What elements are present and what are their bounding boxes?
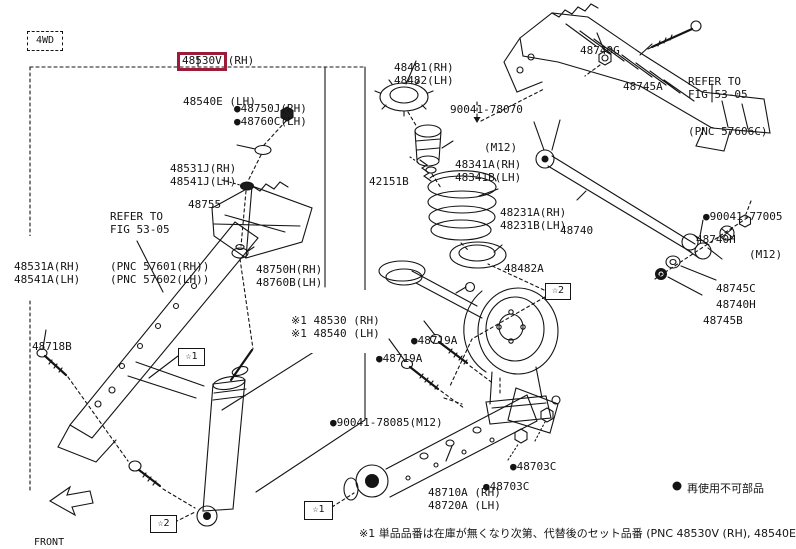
spring-lower-insulator-art bbox=[449, 241, 507, 269]
label-48710a-48720a[interactable]: 48710A (RH)48720A (LH) bbox=[428, 486, 501, 512]
bound-bumper-art bbox=[414, 124, 454, 189]
front-arrow-icon bbox=[48, 485, 94, 517]
non-reusable-legend-dot bbox=[672, 481, 682, 491]
spring-upper-insulator-art bbox=[374, 60, 434, 128]
member-bolt-art bbox=[584, 20, 702, 77]
label-48341a-48341b[interactable]: 48341A(RH)48341B(LH) bbox=[455, 158, 522, 184]
label-48745b[interactable]: 48745B bbox=[703, 314, 743, 327]
side-suffix: (RH) bbox=[227, 54, 255, 67]
label-90041-78085[interactable]: ●90041-78085(M12) bbox=[330, 416, 443, 429]
label-48719a-left[interactable]: ●48719A bbox=[376, 352, 423, 365]
highlighted-part-box[interactable]: 48530V bbox=[177, 52, 227, 71]
label-48745c[interactable]: 48745C bbox=[716, 282, 756, 295]
trailing-arm-art bbox=[343, 387, 561, 501]
doc-number: 405107 bbox=[739, 523, 779, 549]
label-48718b[interactable]: 48718B bbox=[32, 340, 72, 353]
label-48530-48540-shock[interactable]: ※1 48530 (RH)※1 48540 (LH) bbox=[290, 290, 381, 353]
shock-lower-bolt-art bbox=[36, 329, 196, 509]
label-48740h-upper[interactable]: 48740H bbox=[696, 233, 736, 246]
refer-left-leader bbox=[136, 240, 164, 293]
label-48740g[interactable]: 48740G bbox=[580, 44, 620, 57]
label-48531j-48541j[interactable]: 48531J(RH)48541J(LH) bbox=[170, 162, 237, 188]
label-48740h-lower[interactable]: 48740H bbox=[716, 298, 756, 311]
label-48750j-48760c[interactable]: ●48750J(RH)●48760C(LH) bbox=[234, 102, 307, 128]
upper-member-art bbox=[503, 3, 771, 152]
clip-art bbox=[409, 156, 432, 182]
arm-bolts-art bbox=[388, 320, 495, 409]
coil-spring-art bbox=[427, 170, 499, 241]
label-48755[interactable]: 48755 bbox=[188, 198, 222, 211]
marker-star2-axle: ☆2 bbox=[545, 283, 571, 300]
legend-text: 再使用不可部品 bbox=[687, 482, 764, 495]
label-48531a-48541a[interactable]: 48531A(RH)48541A(LH) bbox=[13, 236, 82, 299]
legend-non-reusable: 再使用不可部品 bbox=[687, 480, 764, 496]
label-90041-78070[interactable]: 90041-78070 (M12) bbox=[450, 103, 523, 154]
label-48719a-right[interactable]: ●48719A bbox=[411, 334, 458, 347]
marker-star2-shock: ☆2 bbox=[150, 515, 177, 533]
label-48481-48482[interactable]: 48481(RH)48482(LH) bbox=[394, 61, 454, 87]
front-label: FRONT bbox=[34, 537, 65, 548]
shock-mount-stack-art bbox=[221, 106, 294, 350]
shock-absorber-art bbox=[196, 348, 254, 527]
label-48740[interactable]: 48740 bbox=[560, 224, 594, 237]
label-48231a-48231b[interactable]: 48231A(RH)48231B(LH) bbox=[500, 206, 567, 232]
label-48703c-upper[interactable]: ●48703C bbox=[510, 460, 557, 473]
fig-code: 4804 bbox=[18, 523, 45, 549]
lateral-rod-art bbox=[535, 149, 752, 296]
axle-hub-art bbox=[378, 260, 559, 425]
label-48482a[interactable]: 48482A bbox=[504, 262, 544, 275]
footnote: ※1 単品品番は在庫が無くなり次第、代替後のセット品番 (PNC 48530V … bbox=[359, 527, 796, 540]
member-nut-leader bbox=[473, 88, 545, 123]
label-42151b[interactable]: 42151B bbox=[369, 175, 409, 188]
label-90041-77005[interactable]: ●90041-77005 (M12) bbox=[703, 210, 783, 261]
marker-leaders bbox=[148, 263, 546, 523]
side-member-art bbox=[57, 181, 313, 463]
label-48703c-lower[interactable]: ●48703C bbox=[483, 480, 530, 493]
marker-star1-note: ☆1 bbox=[304, 501, 333, 520]
marker-star1-shock: ☆1 bbox=[178, 348, 205, 366]
label-48750h-48760b[interactable]: 48750H(RH)48760B(LH) bbox=[256, 263, 323, 289]
label-48530v-48540e-set[interactable]: 48530V(RH) 48540E (LH) bbox=[177, 27, 256, 121]
drive-type-tag: 4WD bbox=[27, 31, 63, 51]
label-48745a[interactable]: 48745A bbox=[623, 80, 663, 93]
